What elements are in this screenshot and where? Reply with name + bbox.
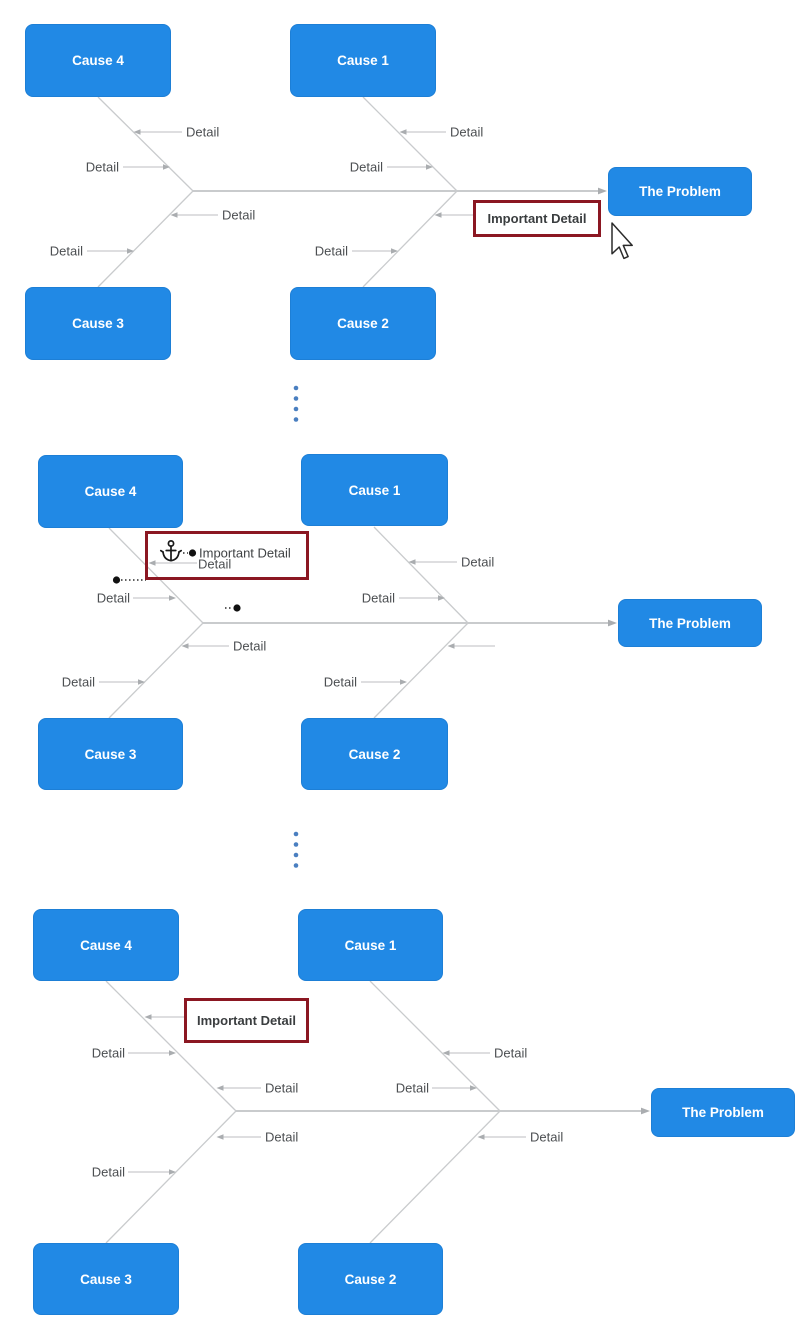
anchor-drag-icon [159,540,183,562]
drag-snap-points [112,549,241,612]
d3-cause3-node[interactable]: Cause 3 [33,1243,179,1315]
d2-detail-cause3-left[interactable]: Detail [61,674,95,690]
diagram3-arrowheads [144,1014,650,1175]
separator-dots-1 [293,385,299,422]
d1-detail-cause3-right[interactable]: Detail [222,207,256,223]
diagram2-bones [99,526,609,719]
d3-detail-cause1-left[interactable]: Detail [395,1080,429,1096]
d3-problem-node[interactable]: The Problem [651,1088,795,1137]
mouse-cursor-icon [611,222,633,260]
diagram2-arrowheads [138,559,617,685]
d1-cause2-node[interactable]: Cause 2 [290,287,436,360]
d1-detail-cause1-left[interactable]: Detail [349,159,383,175]
d2-detail-cause2-left[interactable]: Detail [323,674,357,690]
d1-detail-cause1-right[interactable]: Detail [450,124,484,140]
d1-detail-cause2-left[interactable]: Detail [314,243,348,259]
d1-cause1-node[interactable]: Cause 1 [290,24,436,97]
d2-cause2-node[interactable]: Cause 2 [301,718,448,790]
d2-detail-cause1-right[interactable]: Detail [461,554,495,570]
d3-cause4-node[interactable]: Cause 4 [33,909,179,981]
d2-drop-target-outline [145,531,309,580]
d2-detail-cause4-left[interactable]: Detail [96,590,130,606]
d3-detail-cause4-left[interactable]: Detail [91,1045,125,1061]
d1-detail-cause4-right[interactable]: Detail [186,124,220,140]
d2-problem-node[interactable]: The Problem [618,599,762,647]
d2-detail-cause1-left[interactable]: Detail [361,590,395,606]
d1-problem-node[interactable]: The Problem [608,167,752,216]
d1-important-detail-callout[interactable]: Important Detail [473,200,601,237]
d3-cause2-node[interactable]: Cause 2 [298,1243,443,1315]
d3-detail-cause4-right2[interactable]: Detail [265,1080,299,1096]
d2-cause1-node[interactable]: Cause 1 [301,454,448,526]
d3-detail-cause3-right[interactable]: Detail [265,1129,299,1145]
d3-detail-cause1-right[interactable]: Detail [494,1045,528,1061]
d1-cause3-node[interactable]: Cause 3 [25,287,171,360]
d2-cause4-node[interactable]: Cause 4 [38,455,183,528]
diagram1-bones [87,96,599,288]
d1-detail-cause4-left[interactable]: Detail [85,159,119,175]
diagram1-arrowheads [127,129,607,254]
d2-cause3-node[interactable]: Cause 3 [38,718,183,790]
d3-cause1-node[interactable]: Cause 1 [298,909,443,981]
d3-important-detail-callout[interactable]: Important Detail [184,998,309,1043]
d2-detail-cause4-right[interactable]: Detail [198,556,232,572]
diagram3-bones [105,980,642,1244]
d3-detail-cause3-left[interactable]: Detail [91,1164,125,1180]
d1-detail-cause3-left[interactable]: Detail [49,243,83,259]
separator-dots-2 [293,831,299,868]
d1-cause4-node[interactable]: Cause 4 [25,24,171,97]
d2-detail-cause3-right[interactable]: Detail [233,638,267,654]
d3-detail-cause2-right[interactable]: Detail [530,1129,564,1145]
d2-dragged-important-detail-label[interactable]: Important Detail [199,545,291,561]
